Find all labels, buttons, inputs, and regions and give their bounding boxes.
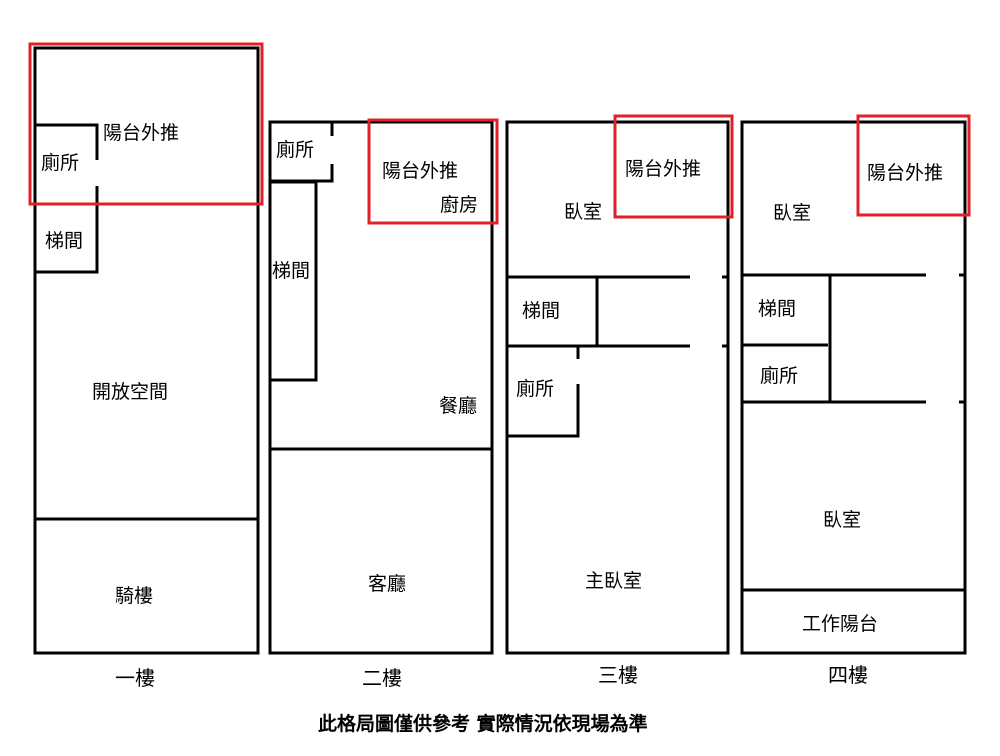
floor-3-toilet-label: 廁所 bbox=[516, 378, 555, 400]
floor-1-toilet-label: 廁所 bbox=[41, 152, 80, 174]
floor-4-outline bbox=[740, 120, 967, 655]
floor-2-living-label: 客廳 bbox=[368, 573, 407, 595]
floor-3-stairs-label: 梯間 bbox=[522, 300, 561, 322]
floor-1-arcade-label: 騎樓 bbox=[115, 585, 154, 607]
floor-2-toilet-label: 廁所 bbox=[276, 139, 315, 161]
floor-2-toilet-wall bbox=[270, 164, 334, 183]
floor-2-caption: 二樓 bbox=[362, 666, 402, 690]
floor-2-walls bbox=[268, 120, 494, 655]
floor-1-stairs-label: 梯間 bbox=[45, 230, 84, 252]
floor-4-balcony-label: 陽台外推 bbox=[867, 162, 944, 184]
floor-4-bedroom-top-label: 臥室 bbox=[773, 202, 812, 224]
floor-2-outline bbox=[268, 120, 494, 655]
floor-4-bedroom-bottom-label: 臥室 bbox=[823, 509, 862, 531]
floor-1-walls bbox=[33, 46, 260, 655]
floor-2-balcony-highlight bbox=[367, 118, 499, 225]
floor-1-stairs-wall bbox=[35, 186, 99, 274]
floor-2-balcony-label: 陽台外推 bbox=[382, 160, 459, 182]
floor-1-caption: 一樓 bbox=[115, 666, 155, 690]
floor-3-balcony-label: 陽台外推 bbox=[625, 158, 702, 180]
floor-2-dining-label: 餐廳 bbox=[439, 395, 478, 417]
floor-3-caption: 三樓 bbox=[598, 663, 638, 687]
floor-4-toilet-label: 廁所 bbox=[760, 365, 799, 387]
floor-3-walls bbox=[505, 120, 730, 655]
floor-1-balcony-label: 陽台外推 bbox=[103, 122, 180, 144]
floor-4-balcony-highlight bbox=[856, 114, 971, 217]
floor-4-stairs-label: 梯間 bbox=[758, 298, 797, 320]
floor-1-balcony-highlight bbox=[28, 42, 264, 206]
balcony-highlights bbox=[28, 42, 971, 225]
floor-3-master-bedroom-label: 主臥室 bbox=[585, 570, 643, 592]
floor-4-walls bbox=[740, 120, 967, 655]
floor-2-stairs-label: 梯間 bbox=[272, 260, 311, 282]
floor-3-bedroom-label: 臥室 bbox=[564, 201, 603, 223]
floor-2-kitchen-label: 廚房 bbox=[440, 194, 479, 216]
floor-3-outline bbox=[505, 120, 730, 655]
floor-3-balcony-highlight bbox=[613, 114, 734, 219]
floor-1-open-space-label: 開放空間 bbox=[92, 381, 169, 403]
floor-2-stairs-wall bbox=[270, 180, 318, 382]
floor-1-toilet-wall-upper bbox=[35, 123, 99, 160]
floor-4-work-balcony-label: 工作陽台 bbox=[802, 613, 879, 635]
floor-1-outline bbox=[33, 46, 260, 655]
disclaimer-text: 此格局圖僅供參考 實際情況依現場為準 bbox=[318, 713, 648, 735]
floor-4-caption: 四樓 bbox=[828, 663, 868, 687]
floor-3-toilet-wall bbox=[507, 384, 580, 438]
